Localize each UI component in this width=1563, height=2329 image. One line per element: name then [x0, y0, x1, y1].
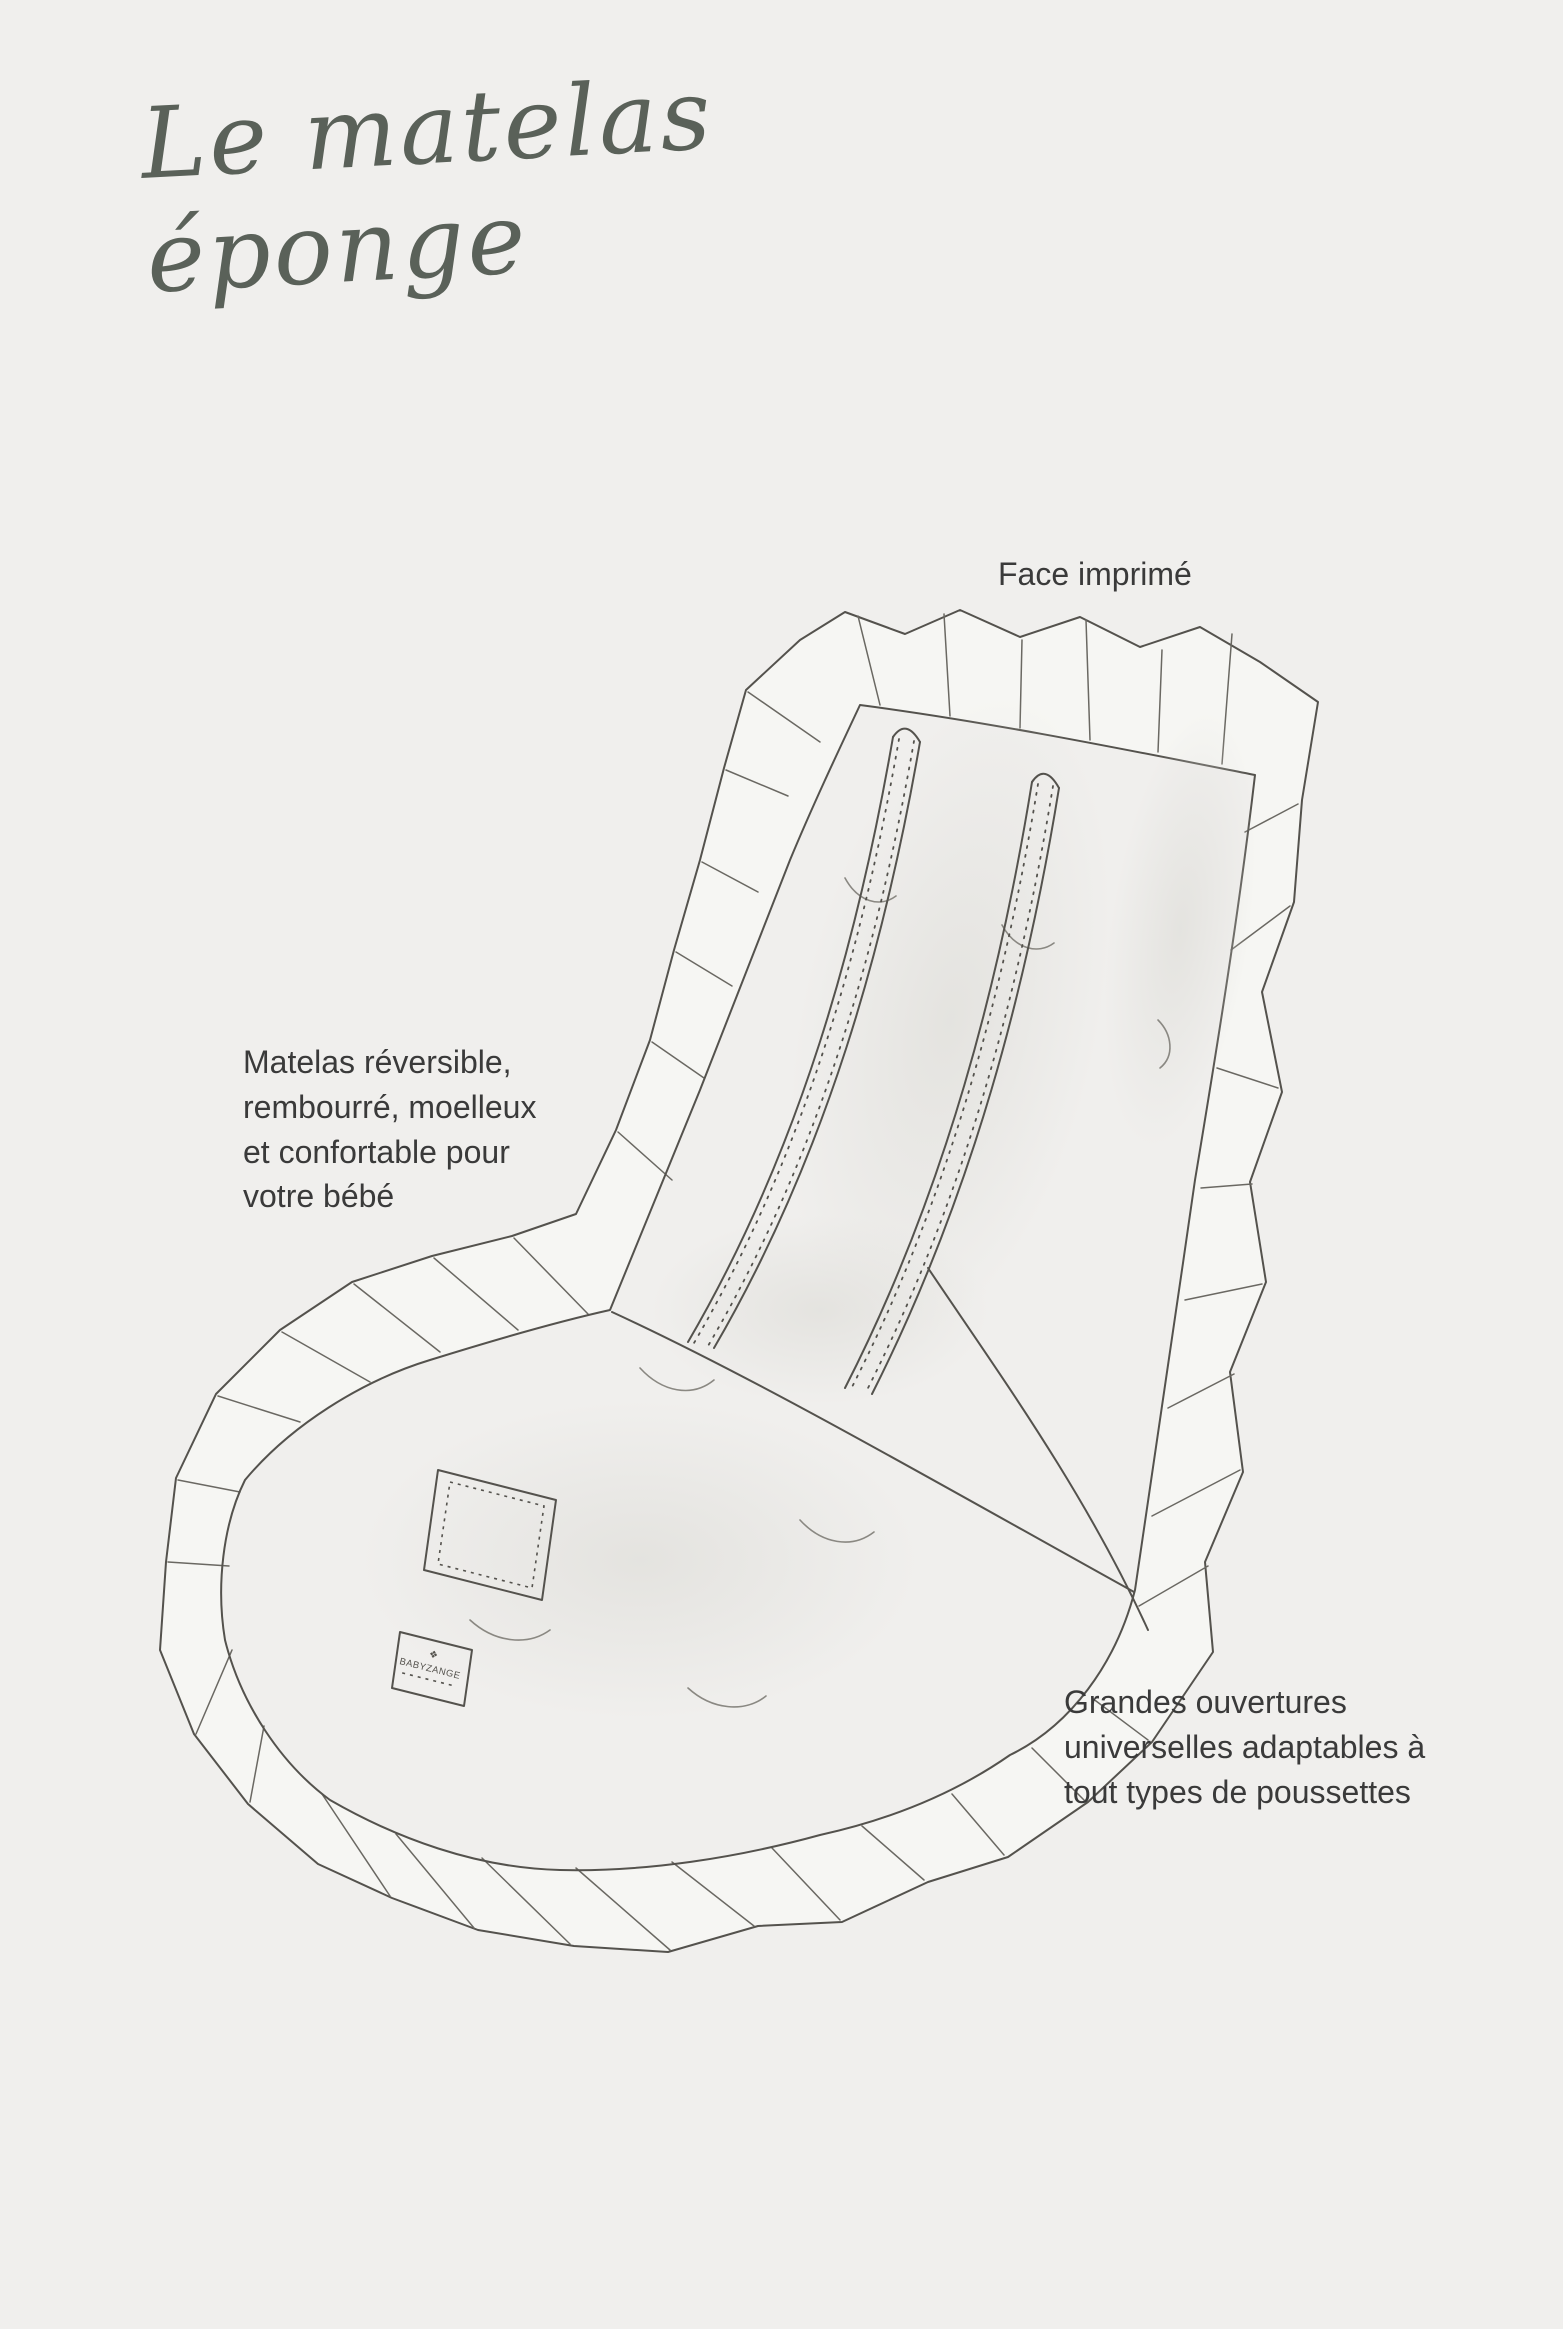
seat-back-crease: [611, 1311, 1135, 1593]
tufting-seams: [469, 877, 1171, 1708]
strap-left: [687, 727, 921, 1349]
mattress-pad: [220, 704, 1256, 1872]
seat-strap-slot: [423, 1469, 557, 1601]
leader-line: [927, 1267, 1149, 1631]
strap-right: [844, 772, 1060, 1395]
ruffle-outline: [159, 609, 1319, 1953]
brand-tag-mark: ❖: [428, 1649, 439, 1662]
label-face-imprime: Face imprimé: [998, 556, 1192, 592]
pencil-shading: [360, 695, 1256, 1720]
label-matelas-reversible: Matelas réversible, rembourré, moelleux …: [243, 1044, 537, 1215]
ruffle-fold-lines: [167, 613, 1299, 1951]
label-grandes-ouvertures: Grandes ouvertures universelles adaptabl…: [1064, 1684, 1426, 1810]
